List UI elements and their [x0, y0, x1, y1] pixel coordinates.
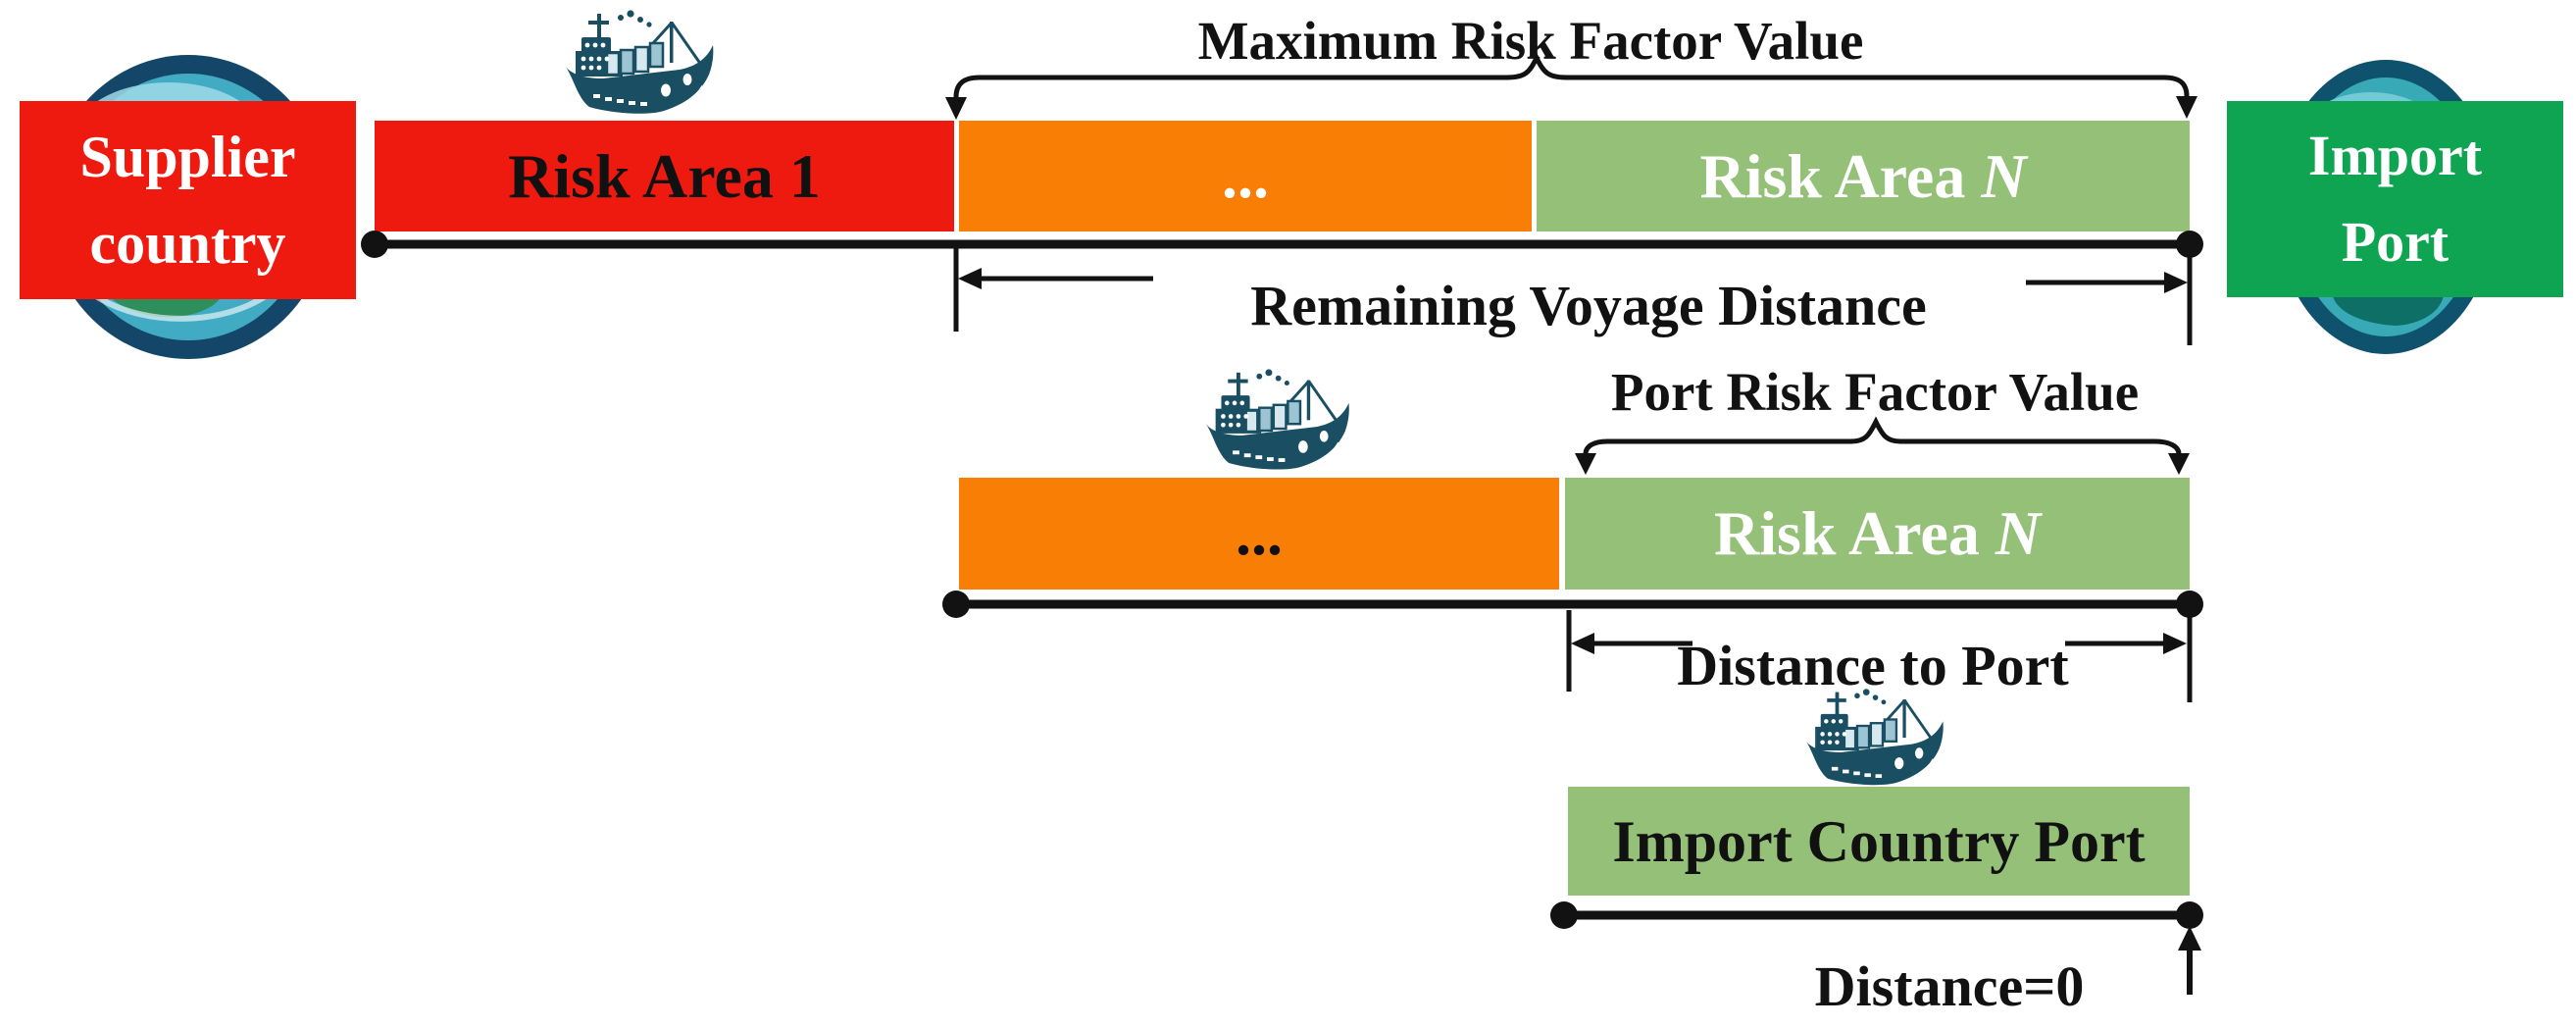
remaining-voyage-distance-label: Remaining Voyage Distance	[1250, 274, 1927, 337]
import-port-label-line2: Port	[2341, 210, 2450, 274]
risk-area-1-label: Risk Area 1	[508, 140, 821, 211]
import-port-node: Import Port	[2227, 101, 2563, 297]
row3-import-country-port-bar: Import Country Port	[1568, 787, 2190, 896]
row2-intermediate-areas-bar: ...	[959, 478, 1559, 590]
row1-risk-area-n-bar: Risk Area N	[1537, 121, 2190, 231]
supplier-label-line2: country	[89, 211, 286, 276]
risk-area-n-label: Risk Area N	[1713, 498, 2042, 568]
row1-risk-area-1-bar: Risk Area 1	[375, 121, 954, 231]
ellipsis-label: ...	[1236, 498, 1283, 568]
supplier-country-node: Supplier country	[20, 101, 356, 299]
distance-to-port-label: Distance to Port	[1677, 634, 2069, 697]
ellipsis-label: ...	[1222, 140, 1269, 211]
risk-area-n-label: Risk Area N	[1699, 140, 2027, 211]
import-country-port-label: Import Country Port	[1612, 808, 2146, 874]
distance-zero-label: Distance=0	[1814, 954, 2085, 1018]
import-port-label-line1: Import	[2307, 124, 2483, 187]
supplier-label-line1: Supplier	[79, 125, 296, 189]
port-risk-factor-value-label: Port Risk Factor Value	[1610, 362, 2140, 422]
row2-risk-area-n-bar: Risk Area N	[1565, 478, 2190, 590]
max-risk-factor-value-label: Maximum Risk Factor Value	[1197, 11, 1864, 71]
row1-intermediate-areas-bar: ...	[959, 121, 1532, 231]
